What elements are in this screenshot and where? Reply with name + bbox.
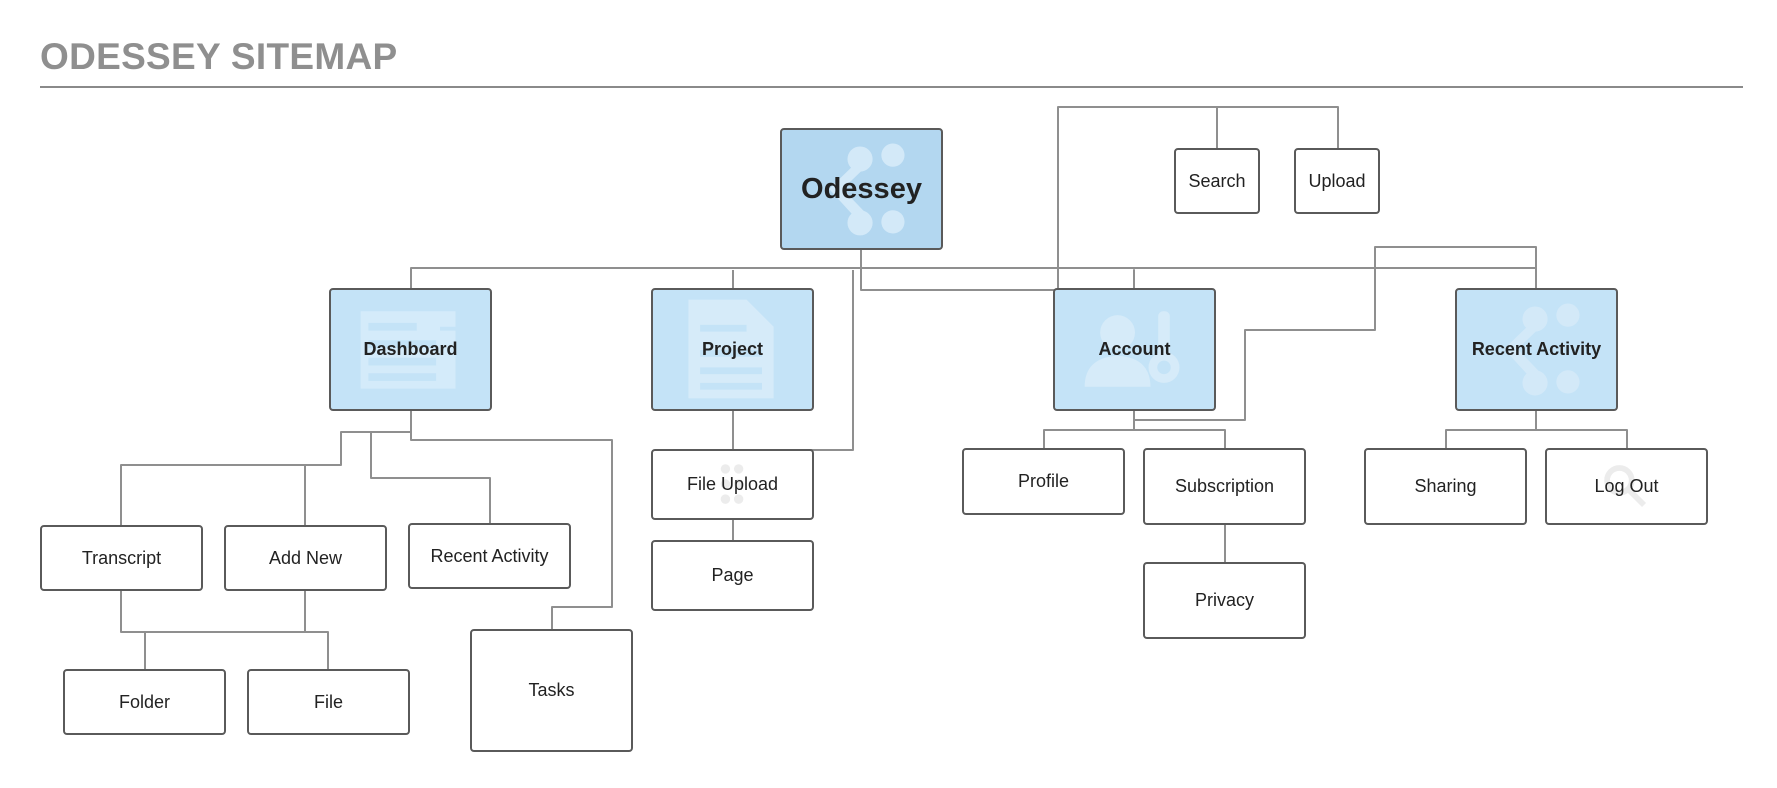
transcript-node[interactable]: Transcript (40, 525, 203, 591)
transcript-node-label: Transcript (81, 547, 162, 568)
title-divider (40, 86, 1743, 88)
root-node-odessey[interactable]: Odessey (780, 128, 943, 250)
folder-node[interactable]: Folder (63, 669, 226, 735)
search-node-label: Search (1188, 170, 1246, 191)
dashboard-node[interactable]: Dashboard (329, 288, 492, 411)
share-icon (829, 143, 905, 236)
profile-node[interactable]: Profile (962, 448, 1125, 515)
dashboard-node-label: Dashboard (363, 339, 458, 359)
search-node[interactable]: Search (1174, 148, 1260, 214)
privacy-node-label: Privacy (1194, 590, 1254, 610)
file-node-label: File (313, 691, 343, 712)
dashboard-recent-activity-node[interactable]: Recent Activity (408, 523, 571, 589)
project-node-label: Project (701, 339, 764, 359)
subscription-node-label: Subscription (1174, 476, 1275, 496)
add-new-node-label: Add New (268, 547, 343, 568)
document-icon (688, 299, 774, 399)
share-icon (1504, 303, 1580, 396)
subscription-node[interactable]: Subscription (1143, 448, 1306, 525)
page-node[interactable]: Page (651, 540, 814, 611)
page-title: ODESSEY SITEMAP (40, 36, 398, 77)
file-node[interactable]: File (247, 669, 410, 735)
tasks-node-label: Tasks (528, 680, 575, 700)
log-out-node-label: Log Out (1594, 476, 1659, 496)
magnifier-icon (1604, 465, 1647, 507)
root-node-label: Odessey (801, 172, 922, 205)
tasks-node[interactable]: Tasks (470, 629, 633, 752)
account-node[interactable]: Account (1053, 288, 1216, 411)
project-node[interactable]: Project (651, 288, 814, 411)
grid-dots-icon (720, 464, 744, 504)
upload-node-label: Upload (1308, 170, 1366, 191)
profile-node-label: Profile (1017, 471, 1070, 491)
folder-node-label: Folder (118, 691, 171, 712)
upload-node[interactable]: Upload (1294, 148, 1380, 214)
recent-activity-node[interactable]: Recent Activity (1455, 288, 1618, 411)
sharing-node[interactable]: Sharing (1364, 448, 1527, 525)
page-node-label: Page (711, 565, 754, 585)
document-list-icon (360, 311, 456, 389)
account-node-label: Account (1098, 339, 1171, 359)
user-key-icon (1084, 311, 1180, 387)
recent-activity-node-label: Recent Activity (1471, 339, 1602, 359)
sharing-node-label: Sharing (1414, 476, 1477, 496)
privacy-node[interactable]: Privacy (1143, 562, 1306, 639)
log-out-node[interactable]: Log Out (1545, 448, 1708, 525)
file-upload-node-label: File Upload (686, 474, 779, 494)
file-upload-node[interactable]: File Upload (651, 449, 814, 520)
add-new-node[interactable]: Add New (224, 525, 387, 591)
dashboard-recent-activity-node-label: Recent Activity (430, 545, 549, 566)
